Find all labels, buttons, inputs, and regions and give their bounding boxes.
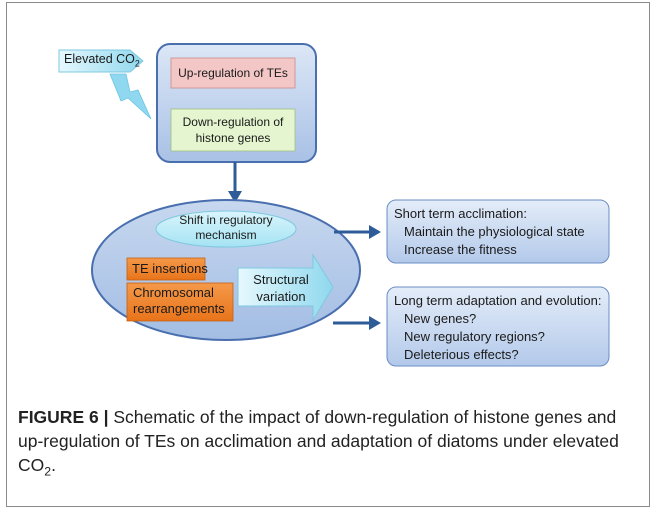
long-term-item: Deleterious effects? bbox=[404, 347, 519, 362]
elevated-co2-arrow bbox=[58, 49, 144, 73]
diagram bbox=[58, 43, 610, 367]
long-term-item: New genes? bbox=[404, 311, 477, 326]
up-regulation-box bbox=[170, 57, 296, 89]
short-term-title: Short term acclimation: bbox=[394, 206, 527, 221]
long-term-box bbox=[386, 286, 610, 367]
te-insertions-label: TE insertions bbox=[132, 261, 208, 276]
figure-caption: FIGURE 6 | Schematic of the impact of do… bbox=[18, 407, 619, 479]
long-term-text: Long term adaptation and evolution: New … bbox=[394, 292, 601, 364]
structural-variation-arrow bbox=[237, 253, 334, 322]
down-arrow bbox=[228, 162, 242, 203]
short-term-item: Maintain the physiological state bbox=[404, 224, 585, 239]
lightning-icon bbox=[109, 73, 152, 120]
te-insertions-box bbox=[126, 257, 206, 281]
caption-label: FIGURE 6 | bbox=[18, 407, 109, 427]
long-term-item: New regulatory regions? bbox=[404, 329, 545, 344]
arrow-to-long-term bbox=[333, 316, 381, 330]
shift-ellipse bbox=[155, 210, 297, 248]
caption-text: Schematic of the impact of down-regulati… bbox=[18, 407, 619, 475]
long-term-title: Long term adaptation and evolution: bbox=[394, 293, 602, 308]
figure-frame bbox=[6, 2, 650, 507]
arrow-to-short-term bbox=[334, 225, 381, 239]
short-term-box bbox=[386, 199, 610, 264]
chromosomal-box bbox=[126, 282, 234, 322]
short-term-text: Short term acclimation: Maintain the phy… bbox=[394, 205, 585, 259]
up-regulation-label: Up-regulation of TEs bbox=[178, 66, 288, 80]
short-term-item: Increase the fitness bbox=[404, 242, 517, 257]
elevated-co2-label: Elevated CO2 bbox=[64, 52, 140, 69]
down-regulation-box bbox=[170, 108, 296, 152]
